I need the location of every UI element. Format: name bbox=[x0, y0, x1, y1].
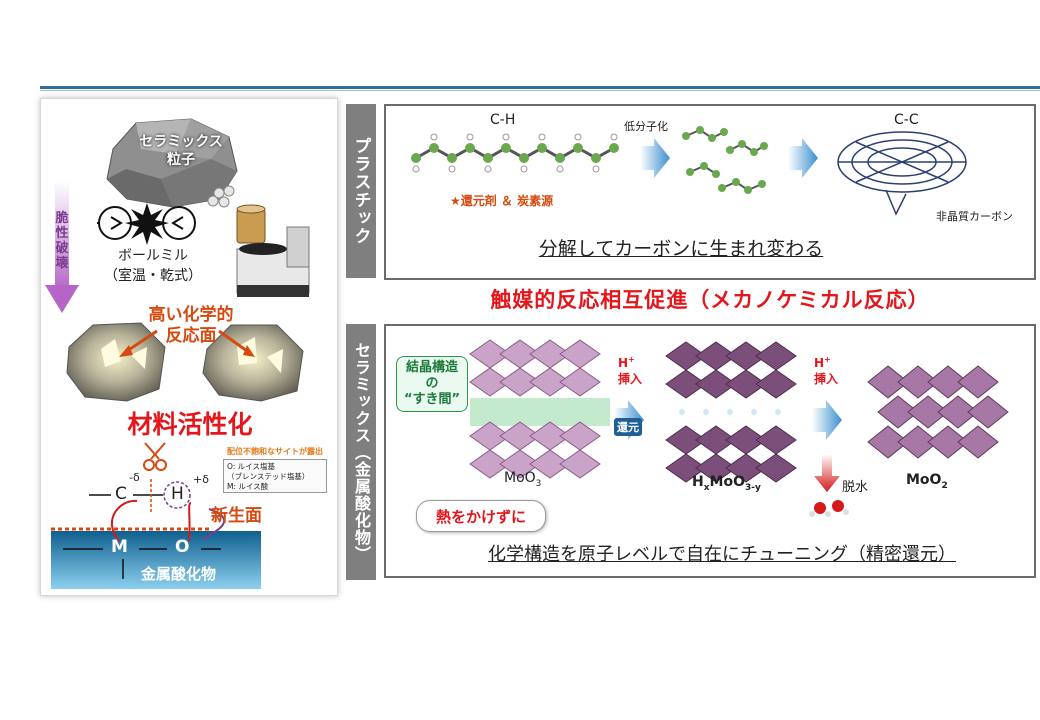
m-atom-label: M bbox=[111, 537, 128, 557]
dehydration-label: 脱水 bbox=[842, 480, 869, 495]
ball-mill-label: ボールミル bbox=[118, 248, 188, 264]
header-rule-light bbox=[40, 90, 1040, 91]
polymer-chain-icon bbox=[411, 133, 619, 173]
h-plus-1: H bbox=[618, 356, 629, 370]
hx-sub: x bbox=[703, 482, 710, 493]
plastic-box: C-H 低分子化 C-C ★還元剤 ＆ 炭素源 非晶質カーボン 分解してカーボン… bbox=[384, 104, 1036, 280]
c-atom-label: C bbox=[115, 484, 127, 504]
water-molecule-icon bbox=[809, 500, 849, 517]
ceramic-tab: セラミックス（金属酸化物） bbox=[346, 324, 376, 580]
hx-h: H bbox=[692, 474, 704, 490]
unsaturated-note: 配位不飽和なサイトが露出 bbox=[227, 447, 323, 456]
insert-1: 挿入 bbox=[618, 372, 643, 386]
no-heat-text: 熱をかけずに bbox=[435, 507, 526, 526]
collision-icon bbox=[97, 203, 196, 245]
h-atom-label: H bbox=[171, 484, 184, 504]
reduction-badge: 還元 bbox=[614, 418, 642, 436]
moo3-structure bbox=[469, 339, 601, 479]
moo2-sub: 2 bbox=[941, 480, 948, 491]
ball-mill-condition: （室温・乾式） bbox=[104, 268, 202, 284]
moo3-text: MoO bbox=[504, 470, 536, 486]
plastic-art bbox=[411, 126, 967, 216]
reducer-source-label: ★還元剤 ＆ 炭素源 bbox=[450, 194, 554, 208]
mill-jar-icon bbox=[236, 204, 266, 244]
ch-bond bbox=[89, 479, 191, 513]
mill-machine-icon bbox=[236, 226, 310, 297]
gap-band bbox=[470, 398, 610, 426]
ceramic-rock-icon bbox=[106, 118, 238, 208]
cc-label: C-C bbox=[894, 112, 919, 128]
lewis-base-text: O: ルイス塩基 bbox=[227, 462, 275, 471]
scissors-icon bbox=[143, 442, 167, 471]
arrow-right-icon bbox=[640, 138, 670, 178]
oxide-bonds bbox=[63, 499, 225, 579]
lewis-acid-text: M: ルイス酸 bbox=[227, 482, 269, 491]
header-rule bbox=[40, 86, 1040, 89]
water-arrow-icon bbox=[814, 454, 840, 492]
metal-oxide-label: 金属酸化物 bbox=[141, 565, 217, 583]
left-panel-art bbox=[45, 118, 310, 589]
center-title: 触媒的反応相互促進（メカノケミカル反応） bbox=[490, 288, 930, 312]
surface-arrows bbox=[119, 329, 255, 357]
brittle-arrow-icon bbox=[45, 181, 79, 313]
ball-icons bbox=[207, 185, 235, 208]
delta-minus-label: -δ bbox=[129, 471, 140, 484]
lewis-note-box: O: ルイス塩基 （ブレンステッド塩基） M: ルイス酸 bbox=[223, 459, 327, 493]
hydrogen-dots bbox=[679, 409, 781, 415]
activation-label: 材料活性化 bbox=[127, 410, 253, 439]
insert-2: 挿入 bbox=[814, 372, 839, 386]
hx-moo: MoO bbox=[709, 474, 745, 490]
carbon-network-icon bbox=[837, 131, 967, 216]
moo3-sub: 3 bbox=[535, 478, 542, 489]
ch-label: C-H bbox=[490, 112, 516, 128]
plastic-tab: プラスチック bbox=[346, 104, 376, 278]
fragments-icon bbox=[682, 126, 768, 194]
h-plus-2: H bbox=[814, 356, 825, 370]
hxmoo3-label: HxMoO3-y bbox=[692, 474, 761, 493]
moo2-label: MoO2 bbox=[906, 472, 948, 491]
ceramic-particle-label: セラミックス 粒子 bbox=[139, 134, 223, 168]
ceramic-tab-label: セラミックス（金属酸化物） bbox=[352, 341, 371, 563]
h-insert-1: H+ 挿入 bbox=[618, 355, 643, 386]
h-insert-2: H+ 挿入 bbox=[814, 355, 839, 386]
low-mw-label: 低分子化 bbox=[624, 120, 668, 133]
moo2-text: MoO bbox=[906, 472, 942, 488]
ceramic-summary: 化学構造を原子レベルで自在にチューニング（精密還元） bbox=[488, 544, 956, 565]
brittle-fracture-label: 脆 性 破 壊 bbox=[55, 211, 69, 271]
no-heat-callout: 熱をかけずに bbox=[416, 500, 546, 532]
hxmoo3-structure bbox=[665, 341, 797, 483]
arrow-right-icon-2 bbox=[788, 138, 818, 178]
plastic-summary: 分解してカーボンに生まれ変わる bbox=[538, 238, 824, 260]
new-surface-label: 新生面 bbox=[211, 506, 262, 526]
left-panel: セラミックス 粒子 脆 性 破 壊 ボールミル （室温・乾式） 高い化学的 反応… bbox=[40, 98, 338, 596]
ceramic-art bbox=[469, 339, 1009, 517]
plastic-tab-label: プラスチック bbox=[350, 137, 371, 245]
amorphous-carbon-label: 非晶質カーボン bbox=[936, 210, 1013, 223]
crystal-gap-callout: 結晶構造 の “すき間” bbox=[396, 356, 468, 412]
o-atom-label: O bbox=[175, 537, 190, 557]
hx-sub2: 3-y bbox=[744, 482, 761, 493]
bronsted-text: （ブレンステッド塩基） bbox=[227, 472, 310, 481]
activated-rock-right bbox=[202, 324, 304, 402]
ceramic-box: 結晶構造 の “すき間” MoO3 H+ 挿入 還元 HxMoO3-y H+ 挿… bbox=[384, 324, 1036, 578]
moo3-label: MoO3 bbox=[504, 470, 541, 489]
delta-plus-label: +δ bbox=[193, 473, 209, 486]
dehydration-arrow-icon bbox=[812, 400, 842, 440]
high-chem-surface-label: 高い化学的 反応面 bbox=[148, 305, 234, 346]
moo2-structure bbox=[867, 365, 1009, 459]
metal-oxide-block bbox=[51, 531, 261, 589]
